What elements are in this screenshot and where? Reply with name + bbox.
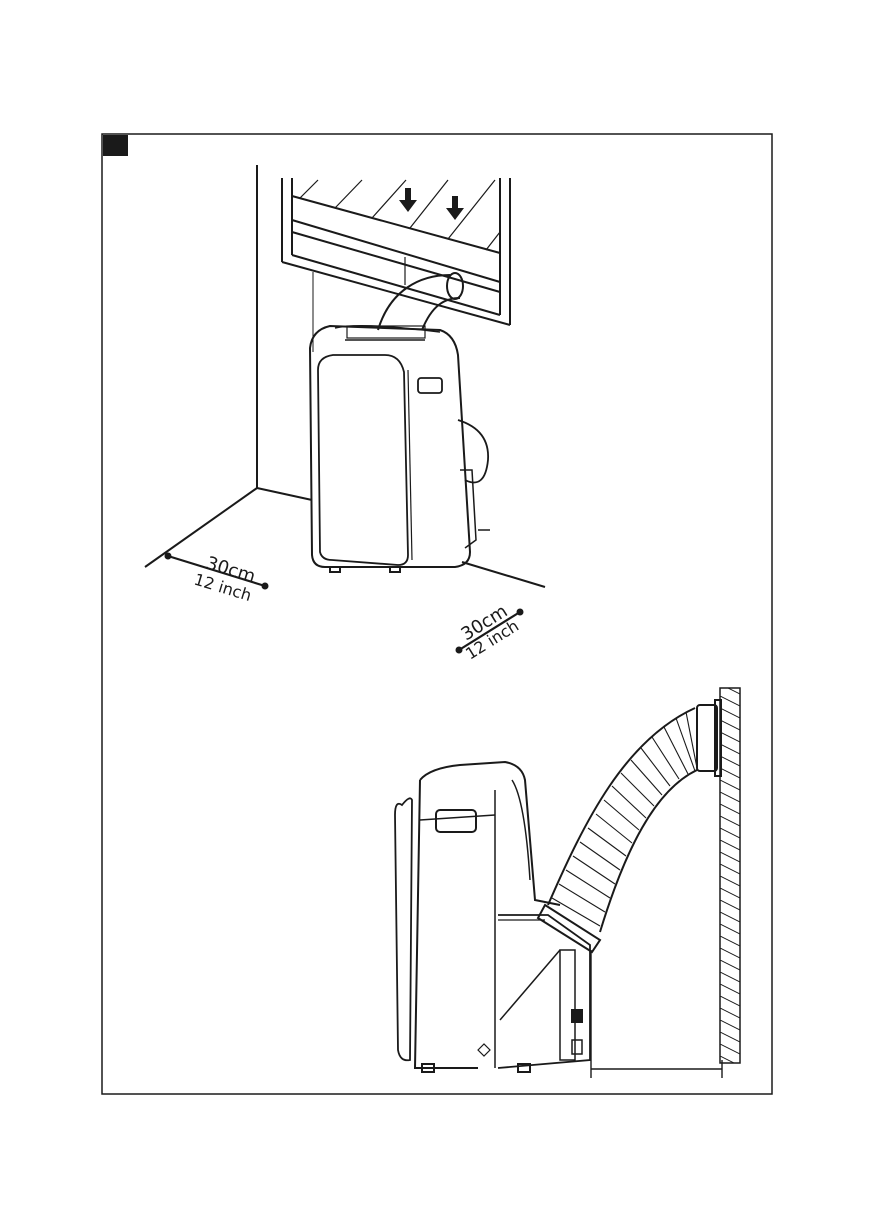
step-marker (103, 135, 128, 156)
floor-line-right (257, 488, 312, 500)
wall-distance-dimension (591, 950, 722, 1078)
hose-window-adapter (447, 273, 463, 299)
bottom-scene (395, 688, 740, 1078)
corrugated-exhaust-hose (548, 708, 697, 932)
front-panel (318, 355, 408, 565)
side-handle-icon (418, 378, 442, 393)
floor-line-left (145, 488, 257, 567)
ac-unit-front (310, 326, 490, 572)
window (282, 178, 510, 325)
arrow-down-icon (399, 188, 417, 212)
figure-frame (102, 134, 772, 1094)
arrow-down-icon (446, 196, 464, 220)
floor-line-right-far (462, 562, 545, 587)
ac-unit-side (395, 762, 590, 1072)
exterior-wall (720, 688, 740, 1063)
side-handle-icon (436, 810, 476, 832)
